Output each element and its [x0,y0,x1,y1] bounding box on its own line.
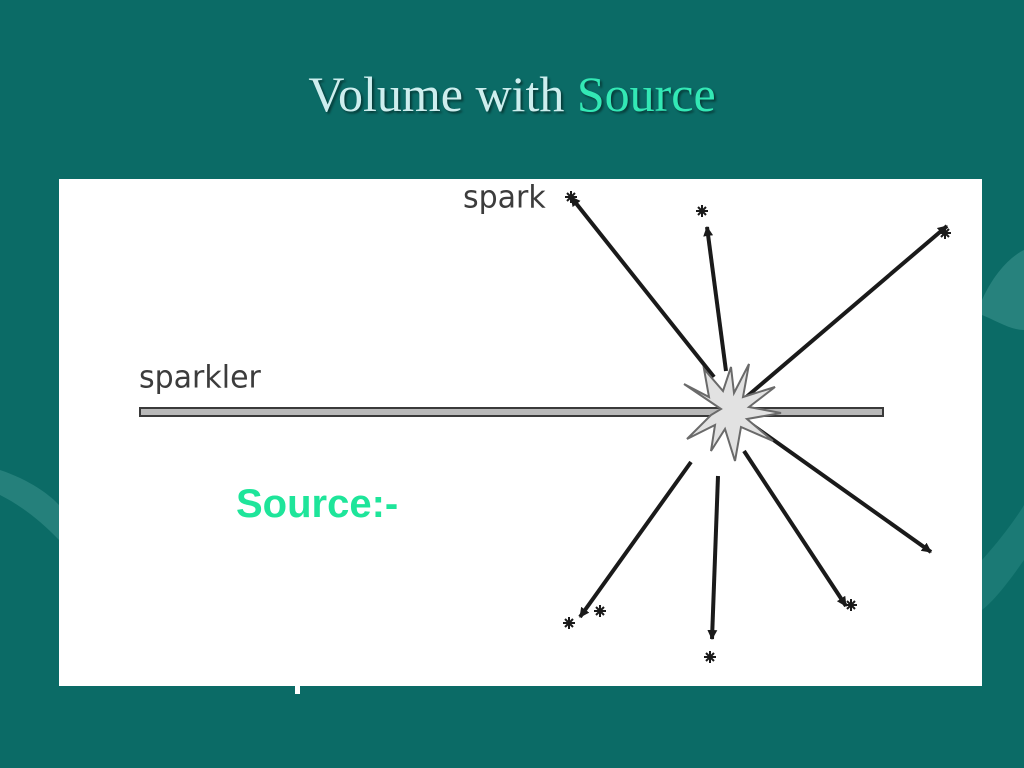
spark-particle [845,599,857,611]
diagram-canvas [139,191,951,663]
source-label: Source:- [236,482,399,526]
spark-arrow [569,195,716,379]
spark-particle [565,191,577,203]
slide-mark [295,686,300,694]
spark-particle [563,617,575,629]
spark-label: spark [463,179,546,216]
spark-arrow [742,449,848,608]
title-plain: Volume with [308,66,565,122]
spark-arrow [749,422,933,554]
spark-particle [939,227,951,239]
spark-arrow [742,224,949,401]
spark-arrow [703,226,728,372]
spark-particles [563,191,951,663]
slide-title: Volume with Source [0,62,1024,126]
spark-arrow [578,460,693,619]
sparkler-diagram: spark sparkler Source:- [59,179,982,686]
spark-arrow [707,475,720,640]
title-accent: Source [576,66,716,122]
spark-arrows [569,195,949,640]
sparkler-label: sparkler [139,359,261,396]
spark-particle [696,205,708,217]
spark-particle [594,605,606,617]
source-burst [683,363,782,462]
spark-particle [704,651,716,663]
sparkler-rod [139,407,884,417]
